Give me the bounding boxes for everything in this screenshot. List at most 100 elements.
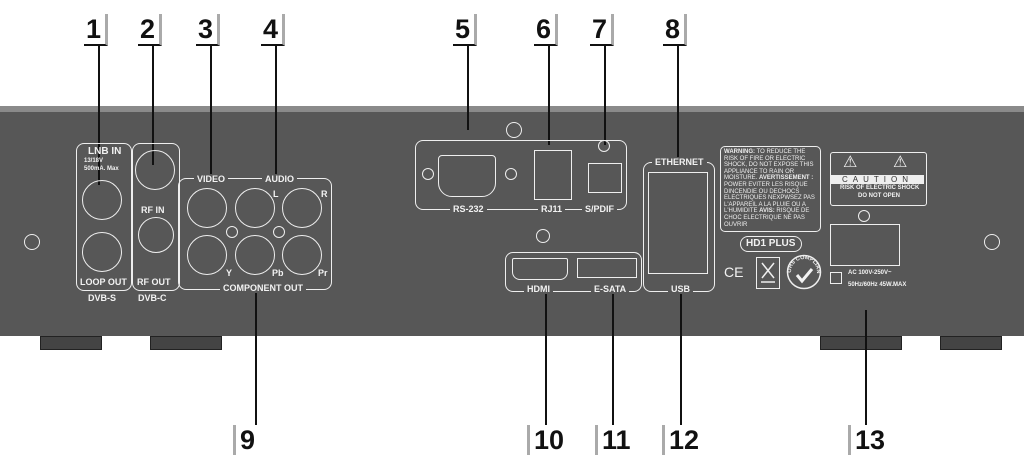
callout-line [677, 45, 679, 160]
callout-10: 10 [527, 425, 568, 455]
l-label: L [273, 189, 279, 199]
screw-hole [505, 168, 517, 180]
pr-label: Pr [318, 268, 328, 278]
ethernet-port[interactable] [648, 172, 708, 274]
avertissement-head: AVERTISSEMENT : [759, 175, 814, 182]
dvb-s-group [76, 143, 132, 291]
audio-label: AUDIO [262, 174, 297, 184]
lnb-in-port[interactable] [82, 180, 122, 220]
screw [506, 122, 522, 138]
foot [150, 336, 222, 350]
caution-text: DO NOT OPEN [858, 193, 901, 199]
power-socket[interactable] [830, 224, 900, 266]
callout-13: 13 [848, 425, 889, 455]
ce-mark: CE [724, 264, 744, 280]
warning-head: WARNING: [724, 149, 755, 155]
callout-line [467, 45, 469, 130]
foot [40, 336, 102, 350]
callout-12: 12 [662, 425, 703, 455]
callout-line [548, 45, 550, 145]
screw-hole [24, 234, 40, 250]
callout-11: 11 [595, 425, 635, 455]
callout-line [865, 310, 867, 425]
pb-label: Pb [272, 268, 284, 278]
callout-7: 7 [590, 14, 615, 46]
r-label: R [321, 189, 328, 199]
rj11-port[interactable] [534, 150, 572, 200]
callout-6: 6 [534, 14, 559, 46]
dvb-c-group [132, 143, 180, 291]
screw-hole [984, 234, 1000, 250]
lnb-spec: 13/18V [84, 158, 104, 164]
rf-in-port[interactable] [135, 150, 175, 190]
screw-hole [858, 210, 870, 222]
rf-in-label: RF IN [141, 205, 165, 215]
callout-line [275, 45, 277, 175]
rf-out-port[interactable] [138, 217, 174, 253]
esata-port[interactable] [577, 258, 637, 278]
hdmi-label: HDMI [524, 284, 553, 294]
audio-l-port[interactable] [235, 188, 275, 228]
callout-line [604, 45, 606, 145]
foot [820, 336, 902, 350]
callout-line [210, 45, 212, 175]
callout-line [612, 290, 614, 425]
component-pb-port[interactable] [235, 235, 275, 275]
warning-label: WARNING: TO REDUCE THE RISK OF FIRE OR E… [720, 146, 821, 232]
lnb-spec: 500mA. Max [84, 166, 119, 172]
screw-hole [422, 168, 434, 180]
ethernet-label: ETHERNET [652, 157, 707, 167]
rj11-label: RJ11 [538, 204, 566, 214]
power-rating: 50Hz/60Hz 45W.MAX [848, 282, 907, 288]
rf-out-label: RF OUT [137, 277, 171, 287]
callout-5: 5 [453, 14, 478, 46]
loop-out-port[interactable] [82, 232, 122, 272]
dvb-c-label: DVB-C [138, 293, 167, 303]
power-rating: AC 100V-250V~ [848, 270, 892, 276]
rohs-text: ROHS COMPLIANT [786, 254, 821, 274]
spdif-port[interactable] [588, 163, 622, 193]
esata-label: E-SATA [591, 284, 630, 294]
callout-line [545, 290, 547, 425]
weee-icon [756, 257, 780, 289]
component-y-port[interactable] [187, 235, 227, 275]
callout-line [152, 45, 154, 165]
led [598, 140, 610, 152]
avis-head: AVIS: [759, 208, 775, 215]
caution-text: RISK OF ELECTRIC SHOCK [840, 185, 920, 191]
callout-2: 2 [138, 14, 163, 46]
callout-line [680, 290, 682, 425]
callout-4: 4 [261, 14, 286, 46]
callout-line [255, 290, 257, 425]
caution-title: CAUTION [831, 175, 924, 184]
avis-text: RISQUE DE CHOC ELECTRIQUE NE PAS OUVRIR [724, 208, 810, 228]
lightning-warning-icon: ⚠ [843, 154, 858, 171]
model-name: HD1 PLUS [746, 238, 796, 249]
rs232-port[interactable] [438, 155, 496, 197]
led [273, 226, 285, 238]
callout-line [98, 45, 100, 185]
hdmi-port[interactable] [512, 258, 568, 280]
callout-3: 3 [196, 14, 221, 46]
model-badge [740, 236, 802, 252]
rs232-label: RS-232 [450, 204, 487, 214]
video-label: VIDEO [194, 174, 229, 184]
caution-label [830, 152, 927, 206]
screw-hole [536, 229, 550, 243]
hdmi-esata-group [505, 252, 642, 292]
component-pr-port[interactable] [282, 235, 322, 275]
led [226, 226, 238, 238]
svg-text:ROHS COMPLIANT: ROHS COMPLIANT [786, 254, 821, 274]
loop-out-label: LOOP OUT [80, 277, 127, 287]
video-port[interactable] [187, 188, 227, 228]
warning-triangle-icon: ⚠ [893, 154, 908, 171]
foot [940, 336, 1002, 350]
audio-r-port[interactable] [282, 188, 322, 228]
y-label: Y [226, 268, 233, 278]
checkmark-icon [795, 268, 814, 284]
rohs-icon: ROHS COMPLIANT [786, 254, 822, 290]
callout-1: 1 [84, 14, 109, 46]
callout-8: 8 [663, 14, 688, 46]
double-insulation-icon [830, 272, 842, 284]
spdif-label: S/PDIF [582, 204, 618, 214]
